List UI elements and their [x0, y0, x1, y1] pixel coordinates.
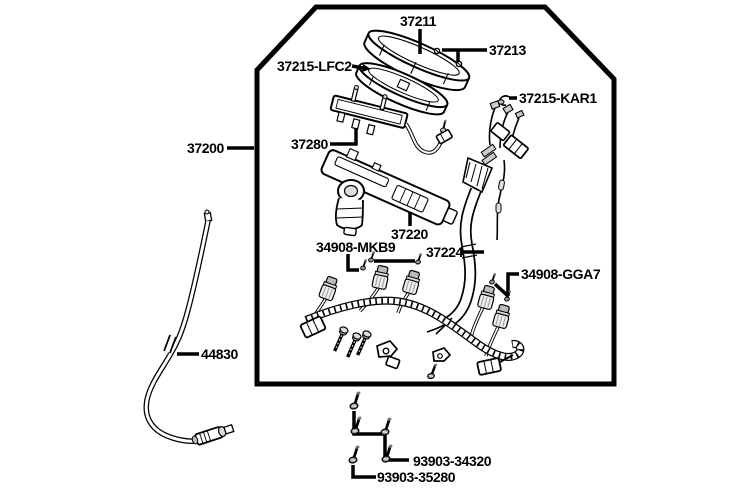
enclosure-frame — [254, 4, 617, 387]
part-label-37215-kar1: 37215-KAR1 — [519, 90, 597, 106]
meter-lens-drawing — [355, 62, 449, 116]
leader-arrowhead — [362, 64, 371, 72]
meter-cover-upper-drawing — [363, 29, 471, 92]
part-label-37215-lfc2: 37215-LFC2 — [277, 58, 352, 74]
speedometer-cable-drawing — [143, 209, 235, 446]
harness-braid — [304, 296, 525, 361]
part-label-93903-35280: 93903-35280 — [377, 469, 456, 485]
wire-harness-drawing — [299, 100, 529, 381]
cable-end-fitting — [194, 423, 235, 446]
harness-left-connector — [299, 315, 327, 339]
harness-wrapped-neck — [462, 156, 494, 194]
part-label-37280: 37280 — [291, 136, 328, 152]
cover-screw-studs — [433, 47, 463, 68]
part-label-37213: 37213 — [489, 42, 526, 58]
base-plate-wire — [404, 118, 453, 155]
leader-93903-35280 — [351, 465, 376, 479]
part-label-34908-mkb9: 34908-MKB9 — [316, 239, 396, 255]
speedometer-drive-drawing — [335, 179, 365, 237]
leader-37280 — [330, 128, 358, 146]
part-label-37211: 37211 — [400, 13, 437, 29]
leader-93903-34320 — [352, 411, 409, 462]
harness-branch-wire — [495, 159, 506, 241]
part-label-34908-gga7: 34908-GGA7 — [521, 266, 601, 282]
leader-37213 — [442, 48, 487, 62]
harness-bolts — [329, 324, 374, 361]
part-label-44830: 44830 — [201, 346, 238, 362]
meter-base-plate-drawing — [329, 84, 453, 155]
part-label-37200: 37200 — [187, 140, 224, 156]
leader-34908-gga7 — [493, 272, 519, 298]
leader-37215-lfc2 — [351, 64, 364, 70]
meter-body-drawing — [320, 147, 458, 237]
part-label-93903-34320: 93903-34320 — [413, 453, 492, 469]
harness-bottom-connector — [476, 354, 514, 376]
part-label-37220: 37220 — [391, 226, 428, 242]
leader-34908-mkb9 — [346, 254, 415, 272]
harness-top-connectors — [480, 100, 529, 166]
part-label-37224: 37224 — [426, 244, 463, 260]
harness-clamps — [376, 339, 452, 381]
